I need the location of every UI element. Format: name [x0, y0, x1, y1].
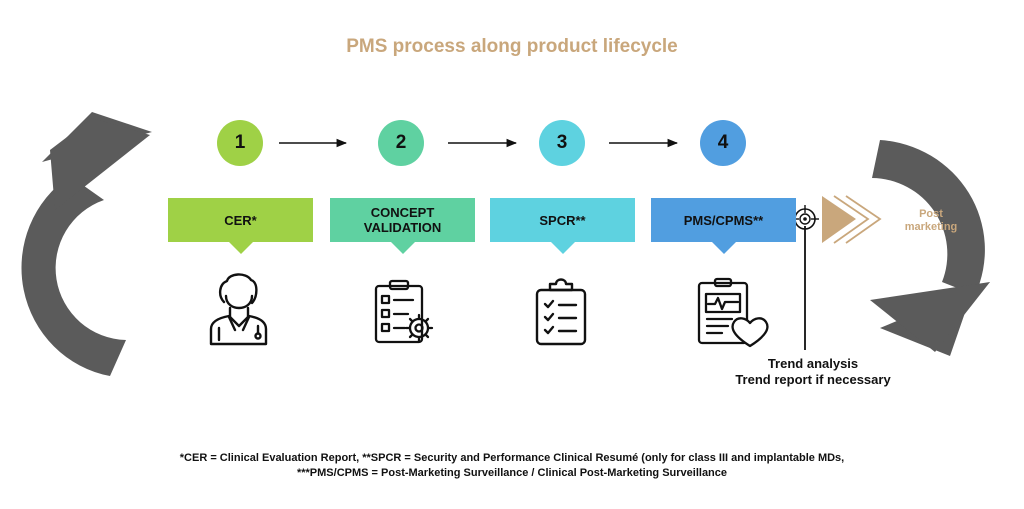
step-2-label: CONCEPT VALIDATION: [363, 205, 442, 235]
step-3-box: SPCR**: [490, 198, 635, 254]
step-4-box: PMS/CPMS**: [651, 198, 796, 254]
step-3-number: 3: [539, 120, 585, 166]
footnote: *CER = Clinical Evaluation Report, **SPC…: [0, 451, 1024, 481]
right-cycle-arrow: [870, 140, 990, 356]
step-2-number: 2: [378, 120, 424, 166]
medical-report-heart-icon: [697, 277, 769, 348]
step-1-number: 1: [217, 120, 263, 166]
footnote-line-1: *CER = Clinical Evaluation Report, **SPC…: [179, 452, 845, 464]
trend-line-2: Trend report if necessary: [735, 372, 891, 387]
checklist-gear-icon: [374, 279, 434, 344]
step-4-label: PMS/CPMS**: [683, 212, 764, 228]
doctor-icon: [209, 273, 268, 346]
chevron-arrows-icon: [822, 195, 882, 244]
post-marketing-label: Post marketing: [904, 208, 958, 233]
footnote-line-2: ***PMS/CPMS = Post-Marketing Surveillanc…: [296, 467, 728, 479]
step-2-box: CONCEPT VALIDATION: [330, 198, 475, 254]
clipboard-checklist-icon: [535, 278, 587, 346]
step-1-label: CER*: [224, 212, 257, 228]
step-4-number: 4: [700, 120, 746, 166]
left-cycle-arrow: [21, 112, 152, 376]
diagram-title: PMS process along product lifecycle: [346, 36, 678, 57]
trend-annotation: Trend analysis Trend report if necessary: [700, 356, 926, 388]
trend-line-1: Trend analysis: [767, 356, 859, 371]
step-1-box: CER*: [168, 198, 313, 254]
step-3-label: SPCR**: [539, 212, 586, 228]
